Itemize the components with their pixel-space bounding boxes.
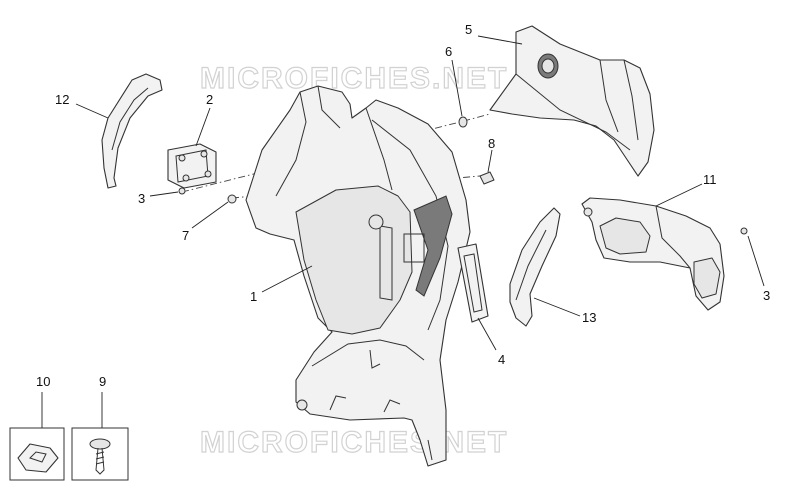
watermark-top: MICROFICHES.NET [200,62,508,95]
callouts: 1 2 3 3 4 5 6 7 8 9 10 11 12 13 [36,22,770,389]
part-13-curved-trim[interactable] [509,207,561,327]
callout-4: 4 [498,352,505,367]
callout-10: 10 [36,374,50,389]
part-10-box[interactable] [9,392,65,481]
callout-1: 1 [250,289,257,304]
callout-7: 7 [182,228,189,243]
callout-5: 5 [465,22,472,37]
part-4-cover-plate[interactable] [457,243,489,323]
leader-lines [75,35,765,351]
clip-6 [458,116,468,128]
callout-11: 11 [703,172,717,187]
callout-12: 12 [55,92,69,107]
washer-7 [227,194,237,204]
part-2-bracket[interactable] [167,143,217,189]
part-5-upper-panel[interactable] [489,25,655,177]
part-11-side-cover[interactable] [581,197,725,311]
screw-3-left [178,187,186,195]
part-1-inner-leg-shield[interactable] [245,85,471,467]
hardware [178,116,748,235]
callout-13: 13 [582,310,596,325]
watermark-bottom: MICROFICHES.NET [200,426,508,459]
screw-8 [479,171,495,185]
callout-2: 2 [206,92,213,107]
callout-6: 6 [445,44,452,59]
callout-3-left: 3 [138,191,145,206]
screw-3-right [740,227,748,235]
callout-9: 9 [99,374,106,389]
callout-3-right: 3 [763,288,770,303]
part-12-trim-strip[interactable] [101,73,163,189]
callout-8: 8 [488,136,495,151]
part-9-box[interactable] [71,392,129,481]
